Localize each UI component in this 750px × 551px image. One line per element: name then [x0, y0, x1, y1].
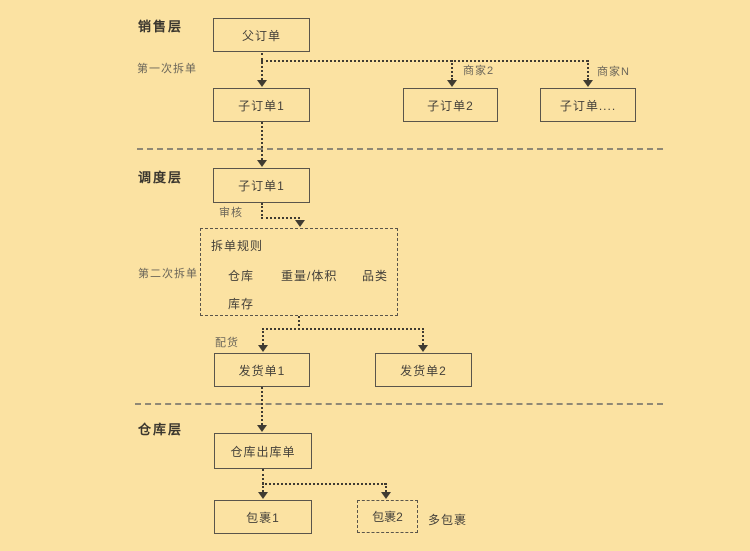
rules-box: 拆单规则 仓库 重量/体积 品类 库存 [200, 228, 398, 316]
connector-package-branch [262, 483, 386, 485]
rule-warehouse: 仓库 [228, 269, 255, 283]
label-allocate: 配货 [215, 337, 239, 349]
connector-audit-right [261, 217, 300, 219]
node-dispatch-sub-order-1: 子订单1 [213, 168, 310, 203]
connector-sub1-to-dispatch [261, 122, 263, 160]
arrowhead-down-icon [418, 345, 428, 352]
arrowhead-down-icon [583, 80, 593, 87]
connector-branch-merchant2 [451, 60, 453, 80]
label-audit: 审核 [219, 207, 243, 219]
rules-title: 拆单规则 [211, 239, 264, 253]
label-merchant-n: 商家N [597, 66, 630, 78]
label-first-split: 第一次拆单 [137, 63, 197, 75]
node-sub-order-n: 子订单.... [540, 88, 636, 122]
arrowhead-down-icon [257, 80, 267, 87]
node-parent-order: 父订单 [213, 18, 310, 52]
label-merchant-2: 商家2 [463, 65, 495, 77]
arrowhead-down-icon [257, 425, 267, 432]
connector-audit-down [261, 203, 263, 219]
label-second-split: 第二次拆单 [138, 268, 198, 280]
label-multi-package: 多包裹 [428, 513, 468, 527]
connector-branch-merchantn [587, 60, 589, 80]
connector-ship1-to-outbound [261, 387, 263, 425]
connector-branch-top [261, 60, 588, 62]
arrowhead-down-icon [447, 80, 457, 87]
connector-allocate-branch [262, 328, 424, 330]
arrowhead-down-icon [257, 160, 267, 167]
connector-parent-to-sub1 [261, 53, 263, 80]
node-package-1: 包裹1 [214, 500, 312, 534]
node-sub-order-1: 子订单1 [213, 88, 310, 122]
rule-category: 品类 [362, 269, 389, 283]
separator-dispatch-warehouse [135, 403, 663, 405]
node-ship-order-1: 发货单1 [214, 353, 310, 387]
rule-weight-volume: 重量/体积 [281, 269, 338, 283]
node-package-2: 包裹2 [357, 500, 418, 533]
connector-to-ship2 [422, 328, 424, 345]
node-ship-order-2: 发货单2 [375, 353, 472, 387]
connector-to-package2 [385, 483, 387, 492]
separator-sales-dispatch [137, 148, 663, 150]
node-sub-order-2: 子订单2 [403, 88, 498, 122]
layer-label-dispatch: 调度层 [138, 170, 184, 185]
layer-label-warehouse: 仓库层 [138, 422, 184, 437]
arrowhead-down-icon [258, 345, 268, 352]
arrowhead-down-icon [295, 220, 305, 227]
connector-outbound-down [262, 469, 264, 492]
node-outbound-order: 仓库出库单 [214, 433, 312, 469]
arrowhead-down-icon [258, 492, 268, 499]
rule-stock: 库存 [228, 297, 255, 311]
connector-to-ship1 [262, 328, 264, 345]
arrowhead-down-icon [381, 492, 391, 499]
layer-label-sales: 销售层 [138, 19, 184, 34]
connector-rules-out [298, 316, 300, 330]
